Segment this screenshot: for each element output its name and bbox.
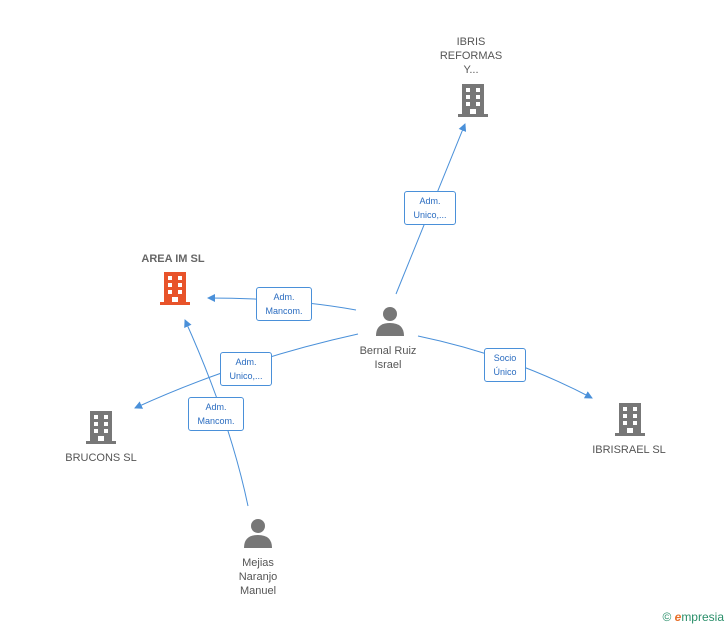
person-icon[interactable] [244, 519, 272, 548]
building-icon[interactable] [86, 411, 116, 444]
building-icon[interactable] [615, 403, 645, 436]
copyright-symbol: © [662, 610, 672, 624]
edge-label-bernal-to-ibris: Adm. Unico,... [404, 191, 456, 225]
node-label-ibrisrael[interactable]: IBRISRAEL SL [592, 444, 666, 456]
brand-e: e [674, 610, 682, 624]
building-icon[interactable] [458, 84, 488, 117]
brand-logo: © empresia [662, 610, 724, 624]
edge-label-mejias-to-area: Adm. Mancom. [188, 397, 244, 431]
building-icon[interactable] [160, 272, 190, 305]
node-label-mejias-naranjo[interactable]: Mejias Naranjo Manuel [238, 557, 278, 597]
brand-name: mpresia [681, 610, 724, 624]
node-label-ibris-reformas[interactable]: IBRIS REFORMAS Y... [439, 36, 503, 76]
person-icon[interactable] [376, 307, 404, 336]
node-label-brucons[interactable]: BRUCONS SL [65, 452, 137, 464]
node-label-area-im[interactable]: AREA IM SL [141, 253, 205, 265]
edge-label-bernal-to-area: Adm. Mancom. [256, 287, 312, 321]
node-label-bernal-ruiz[interactable]: Bernal Ruiz Israel [359, 345, 417, 371]
edge-label-bernal-to-brucons: Adm. Unico,... [220, 352, 272, 386]
edge-label-bernal-to-ibrisrael: Socio Único [484, 348, 526, 382]
